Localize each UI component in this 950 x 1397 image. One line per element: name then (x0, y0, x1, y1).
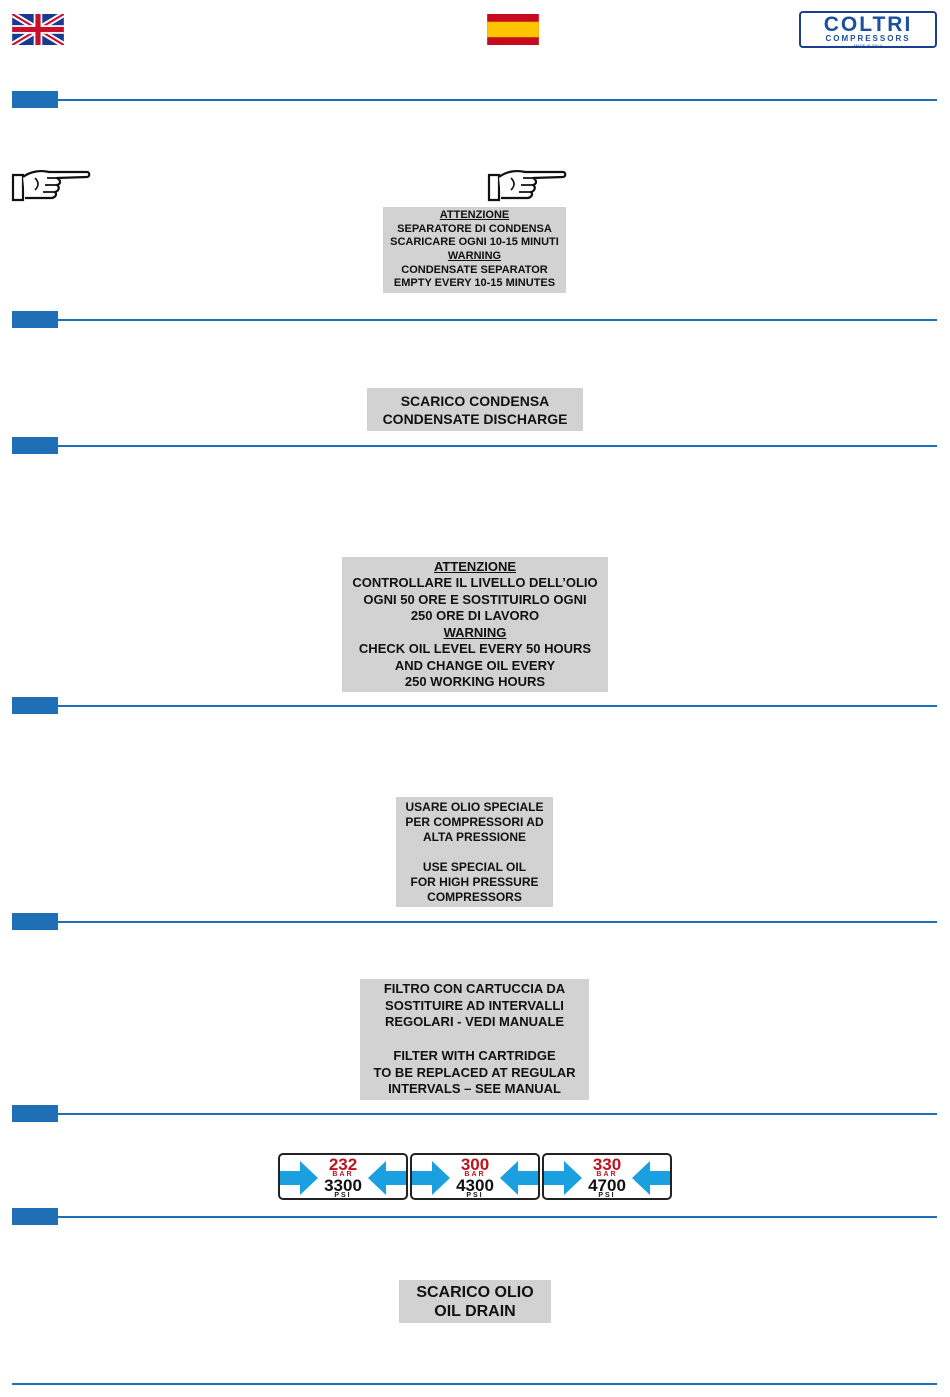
label-line: EMPTY EVERY 10-15 MINUTES (393, 277, 556, 290)
psi-unit: PSI (334, 1192, 352, 1199)
pressure-values: 232 BAR 3300 PSI (314, 1155, 372, 1199)
psi-value: 4700 (588, 1176, 626, 1195)
pressure-values: 300 BAR 4300 PSI (446, 1155, 504, 1199)
label-line: WARNING (443, 624, 507, 640)
section-divider (58, 1216, 937, 1218)
label-line: FILTER WITH CARTRIDGE (393, 1047, 556, 1063)
bar-value: 232 (328, 1155, 358, 1174)
pressure-rating-330: 330 BAR 4700 PSI (542, 1153, 672, 1200)
label-line: ALTA PRESSIONE (422, 829, 527, 844)
label-line: OIL DRAIN (434, 1302, 516, 1320)
section-divider (58, 1113, 937, 1115)
label-line: SCARICARE OGNI 10-15 MINUTI (390, 236, 559, 249)
psi-unit: PSI (598, 1192, 616, 1199)
section-marker (12, 437, 58, 454)
logo-tagline: MADE IN ITALY (853, 43, 883, 48)
label-line: USARE OLIO SPECIALE (405, 799, 544, 814)
bar-value: 330 (592, 1155, 622, 1174)
label-line: FOR HIGH PRESSURE (410, 874, 539, 889)
label-line: FILTRO CON CARTUCCIA DA (383, 980, 566, 996)
arrow-left-icon (500, 1161, 538, 1195)
section-divider (58, 99, 937, 101)
label-spacer (360, 1031, 589, 1048)
spain-flag-icon (487, 14, 539, 45)
label-line: CONDENSATE SEPARATOR (401, 263, 548, 276)
label-line: CONTROLLARE IL LIVELLO DELL’OLIO (352, 575, 598, 590)
label-line: SCARICO OLIO (416, 1283, 534, 1301)
label-line: OGNI 50 ORE E SOSTITUIRLO OGNI (363, 591, 587, 607)
label-line: CHECK OIL LEVEL EVERY 50 HOURS (358, 641, 592, 656)
section-divider (58, 705, 937, 707)
pointing-hand-icon (11, 169, 91, 202)
pressure-rating-232: 232 BAR 3300 PSI (278, 1153, 408, 1200)
section-marker (12, 697, 58, 714)
coltri-logo: COLTRI COMPRESSORS MADE IN ITALY (799, 11, 937, 48)
label-line: SEPARATORE DI CONDENSA (397, 222, 552, 235)
label-line: PER COMPRESSORI AD (405, 814, 544, 829)
section-marker (12, 1208, 58, 1225)
filter-label: FILTRO CON CARTUCCIA DA SOSTITUIRE AD IN… (360, 979, 589, 1100)
label-line: COMPRESSORS (427, 889, 522, 904)
pointing-hand-icon (487, 169, 567, 202)
label-line: INTERVALS – SEE MANUAL (388, 1081, 561, 1097)
psi-unit: PSI (466, 1192, 484, 1199)
arrow-left-icon (368, 1161, 406, 1195)
bar-value: 300 (460, 1155, 490, 1174)
uk-flag-icon (12, 14, 64, 45)
section-marker (12, 311, 58, 328)
label-line: 250 WORKING HOURS (404, 674, 546, 689)
label-line: ATTENZIONE (433, 558, 517, 574)
label-line: ATTENZIONE (439, 208, 510, 221)
label-line: REGOLARI - VEDI MANUALE (384, 1014, 565, 1030)
label-spacer (396, 845, 553, 860)
section-divider (58, 319, 937, 321)
label-line: WARNING (447, 250, 502, 262)
condensate-warning-label: ATTENZIONE SEPARATORE DI CONDENSA SCARIC… (383, 207, 566, 293)
label-line: CONDENSATE DISCHARGE (382, 410, 568, 427)
pressure-rating-300: 300 BAR 4300 PSI (410, 1153, 540, 1200)
section-marker (12, 913, 58, 930)
label-line: AND CHANGE OIL EVERY (394, 657, 556, 673)
label-line: USE SPECIAL OIL (422, 859, 527, 874)
label-line: 250 ORE DI LAVORO (410, 608, 540, 623)
arrow-right-icon (280, 1161, 318, 1195)
oil-drain-label: SCARICO OLIO OIL DRAIN (399, 1280, 551, 1323)
pressure-values: 330 BAR 4700 PSI (578, 1155, 636, 1199)
arrow-left-icon (632, 1161, 670, 1195)
bar-unit: BAR (596, 1171, 618, 1178)
section-marker (12, 1105, 58, 1122)
arrow-right-icon (412, 1161, 450, 1195)
condensate-discharge-label: SCARICO CONDENSA CONDENSATE DISCHARGE (367, 388, 583, 431)
arrow-right-icon (544, 1161, 582, 1195)
label-line: TO BE REPLACED AT REGULAR (373, 1064, 576, 1080)
section-divider (58, 921, 937, 923)
special-oil-label: USARE OLIO SPECIALE PER COMPRESSORI AD A… (396, 797, 553, 907)
logo-subtitle: COMPRESSORS (825, 34, 911, 43)
bottom-divider (12, 1383, 937, 1385)
logo-brand: COLTRI (823, 13, 913, 36)
bar-unit: BAR (332, 1171, 354, 1178)
section-divider (58, 445, 937, 447)
oil-level-warning-label: ATTENZIONE CONTROLLARE IL LIVELLO DELL’O… (342, 557, 608, 692)
label-line: SOSTITUIRE AD INTERVALLI (385, 997, 564, 1013)
label-line: SCARICO CONDENSA (400, 392, 550, 409)
bar-unit: BAR (464, 1171, 486, 1178)
section-marker (12, 91, 58, 108)
psi-value: 4300 (456, 1176, 494, 1195)
psi-value: 3300 (324, 1176, 362, 1195)
